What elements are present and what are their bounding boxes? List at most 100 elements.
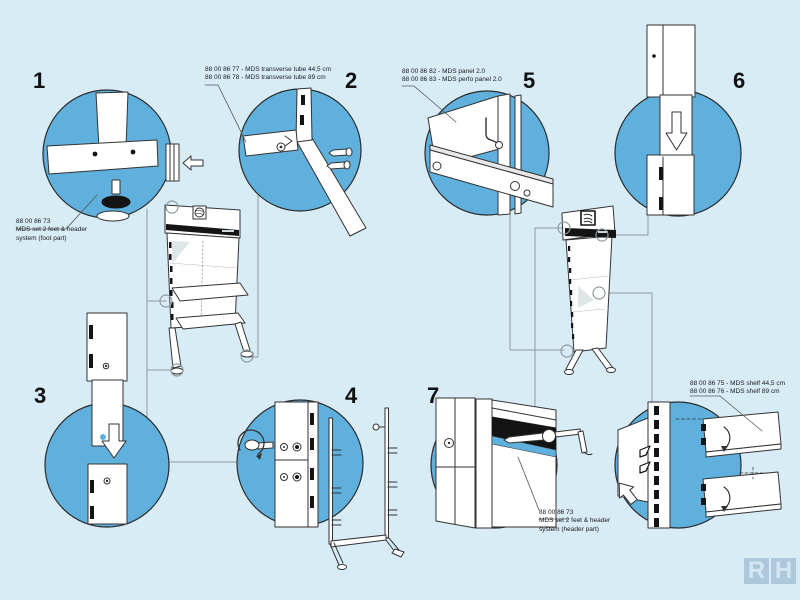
bottom-rail [429, 149, 554, 208]
slot-strip [169, 242, 174, 320]
part-number: 88 00 86 73 [16, 218, 51, 225]
foot-pad [170, 367, 184, 375]
part-name: MDS set 2 feet & header [16, 226, 88, 234]
step1-number: 1 [33, 68, 46, 93]
washer [447, 441, 451, 445]
slot [90, 480, 94, 493]
brand-logo-icon [194, 207, 205, 218]
allen-key-tool [503, 428, 593, 456]
slot [659, 167, 663, 180]
slot-column [654, 406, 659, 527]
upper-post [646, 24, 696, 98]
step2-callout [204, 84, 367, 237]
shelf-notch [701, 438, 706, 445]
step4-callout [236, 399, 405, 570]
part-number: 88 00 86 73 [539, 509, 574, 516]
right-leg [234, 321, 251, 353]
part-number: 88 00 86 77 - MDS transverse tube 44,5 c… [205, 66, 332, 73]
step3-callout [44, 312, 170, 528]
step7-number: 7 [427, 383, 440, 408]
part-number: 88 00 86 83 - MDS perfo panel 2.0 [402, 76, 502, 84]
upper-post [86, 312, 128, 382]
frame-post-right [384, 407, 389, 539]
header-black-band [166, 224, 239, 236]
slide-down-arrow-icon [665, 111, 688, 151]
slot [301, 95, 305, 105]
rh-brand-logo: R H [744, 558, 796, 584]
slot [89, 354, 93, 368]
shelf-upper [171, 282, 249, 302]
slide-down-arrow-icon [101, 423, 127, 459]
hooks [387, 447, 398, 516]
part-number: 88 00 86 78 - MDS transverse tube 89 cm [205, 74, 326, 82]
part-name: system (header part) [539, 525, 599, 533]
bracket-hooks [639, 445, 651, 474]
insert-arrow-left-icon [182, 155, 204, 171]
rail-bolt [432, 161, 442, 171]
rail-bolt [510, 181, 520, 191]
part-number: 88 00 86 76 - MDS shelf 89 cm [690, 388, 780, 396]
step5-number: 5 [523, 68, 536, 93]
step5-part-label: 88 00 86 82 - MDS panel 2.0 88 00 86 83 … [402, 68, 502, 85]
slots [310, 413, 314, 508]
frame-bottom-tube [330, 534, 387, 548]
frame-foot-pad [391, 548, 405, 558]
shelf-notch [701, 424, 706, 431]
shelf-callout [614, 395, 782, 529]
screw-dot [652, 54, 656, 58]
shelf-part-label: 88 00 86 75 - MDS shelf 44,5 cm 88 00 86… [690, 380, 785, 397]
shelf-upper-edge [705, 443, 782, 458]
step5-callout [401, 85, 554, 216]
foot-pad [564, 369, 574, 375]
post-slot-strip [307, 401, 319, 528]
post-front [274, 401, 309, 528]
step7-callout [430, 397, 593, 529]
part-name: system (foot part) [16, 234, 67, 242]
callout-markers [557, 221, 609, 358]
panel-hook [485, 117, 499, 144]
tool-leg [577, 430, 588, 454]
axis-cross [739, 466, 767, 480]
frame-right-foot [385, 536, 400, 553]
shelf-notch [701, 484, 706, 491]
callout-connector-lines [146, 194, 653, 463]
screw [104, 364, 108, 368]
screw [105, 479, 109, 483]
header-black-band [565, 228, 616, 238]
step1-label-leader [15, 194, 98, 230]
band-text-hint [222, 230, 234, 232]
tube-bolt [279, 145, 283, 149]
tube-chevron [284, 135, 293, 147]
foot-bar [46, 139, 159, 175]
panel-shading [578, 286, 594, 308]
shelf-notch [701, 498, 706, 505]
logo-letter-r: R [744, 558, 769, 584]
step1-part-label: 88 00 86 73 MDS set 2 feet & header syst… [16, 218, 87, 243]
step7-label-leader [517, 456, 569, 520]
slot-strip [568, 246, 575, 339]
bare-frame [328, 407, 405, 570]
foot-post [95, 91, 129, 150]
step6-callout [614, 24, 742, 217]
brand-logo-icon [583, 213, 593, 224]
left-leg [168, 327, 182, 369]
lower-post [87, 463, 128, 525]
right-display-stand [557, 205, 616, 375]
rail-bolt [523, 189, 531, 197]
slot [90, 506, 94, 519]
step1-callout [15, 89, 204, 230]
tool-hook [583, 451, 593, 456]
hooks [331, 449, 342, 526]
step4-number: 4 [345, 383, 358, 408]
logo-letter-h: H [771, 558, 796, 584]
foot-pad [96, 210, 130, 222]
part-number: 88 00 86 82 - MDS panel 2.0 [402, 68, 486, 75]
step6-number: 6 [733, 68, 746, 93]
step2-part-label: 88 00 86 77 - MDS transverse tube 44,5 c… [205, 66, 331, 83]
screw-holes [280, 442, 302, 482]
wing-screw [237, 429, 274, 460]
frame-left-foot [329, 542, 344, 566]
end-cap-cylinder [165, 143, 180, 182]
